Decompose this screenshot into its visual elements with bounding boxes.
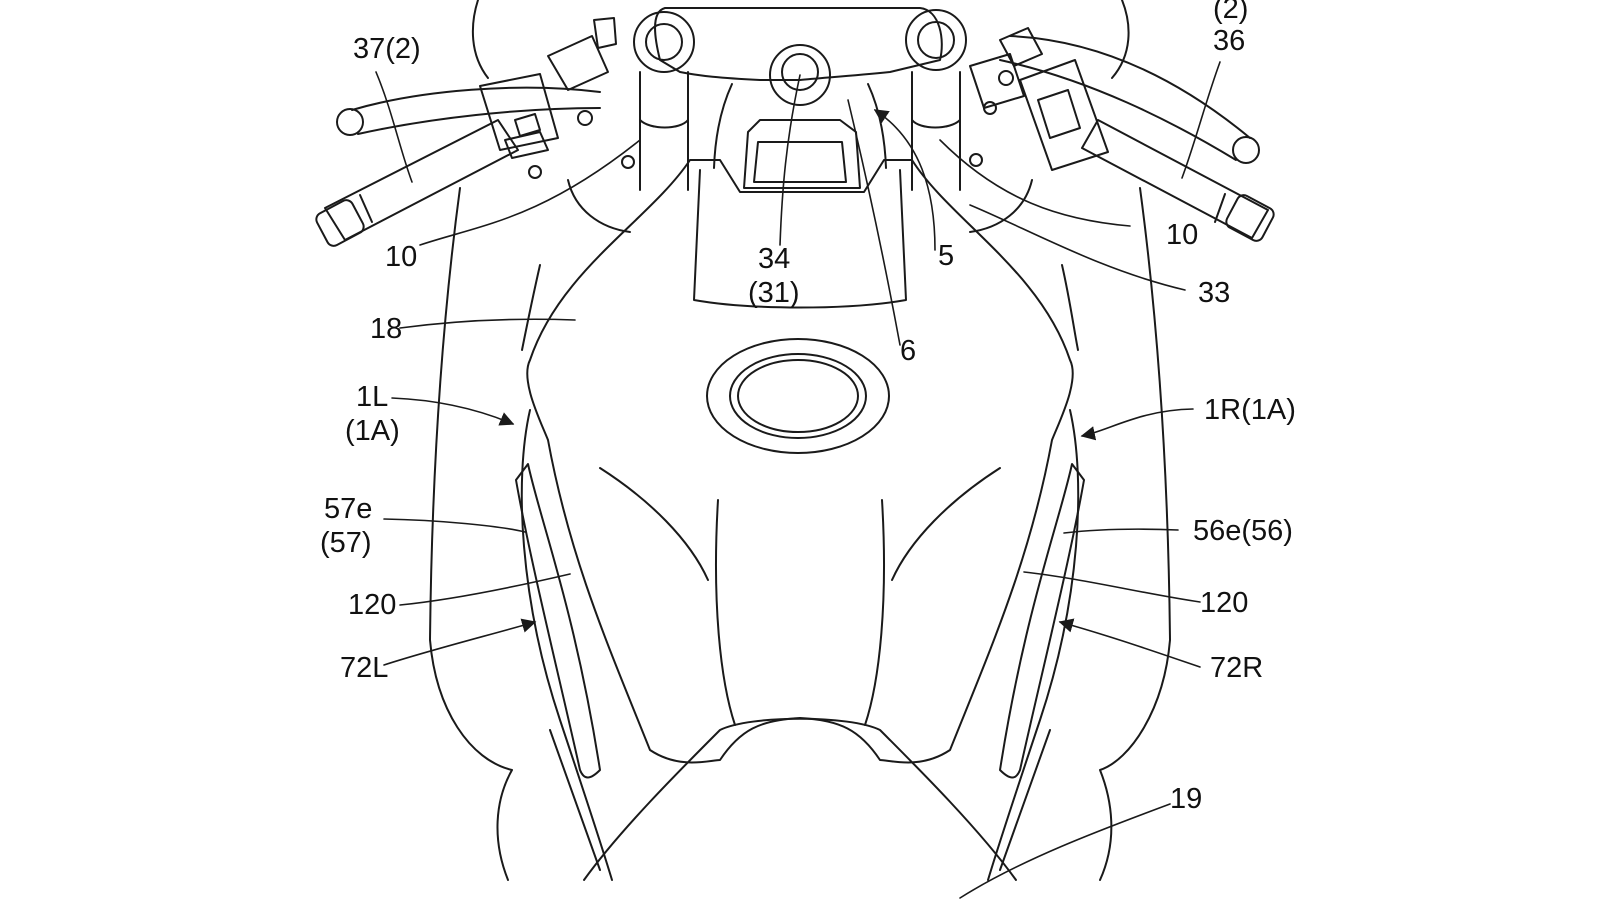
left-side-cover [515, 409, 613, 881]
label-6: 6 [900, 335, 916, 367]
right-side-cover [987, 409, 1085, 881]
labels: 37(2) (2) 36 10 10 34 (31) 5 33 18 6 1L … [320, 0, 1296, 815]
label-37: 37(2) [353, 33, 421, 65]
top-bridge [621, 7, 983, 191]
label-33: 33 [1198, 277, 1230, 309]
label-5: 5 [938, 240, 954, 272]
label-57e: 57e [324, 493, 372, 525]
label-120-left: 120 [348, 589, 396, 621]
meter-unit [693, 83, 907, 309]
label-1A-left: (1A) [345, 415, 400, 447]
label-1L: 1L [356, 381, 388, 413]
label-19: 19 [1170, 783, 1202, 815]
label-56e: 56e(56) [1193, 515, 1293, 547]
label-2-top: (2) [1213, 0, 1248, 25]
label-1R: 1R(1A) [1204, 394, 1296, 426]
label-31: (31) [748, 277, 800, 309]
label-72L: 72L [340, 652, 388, 684]
label-10-left: 10 [385, 241, 417, 273]
seat [583, 717, 1017, 881]
left-handlebar [315, 17, 617, 247]
leader-lines [375, 61, 1221, 899]
label-72R: 72R [1210, 652, 1263, 684]
label-34: 34 [758, 243, 790, 275]
label-57: (57) [320, 527, 372, 559]
label-10-right: 10 [1166, 219, 1198, 251]
label-18: 18 [370, 313, 402, 345]
label-36: 36 [1213, 25, 1245, 57]
label-120-right: 120 [1200, 587, 1248, 619]
right-handlebar [969, 27, 1275, 242]
fuel-tank [526, 159, 1074, 764]
